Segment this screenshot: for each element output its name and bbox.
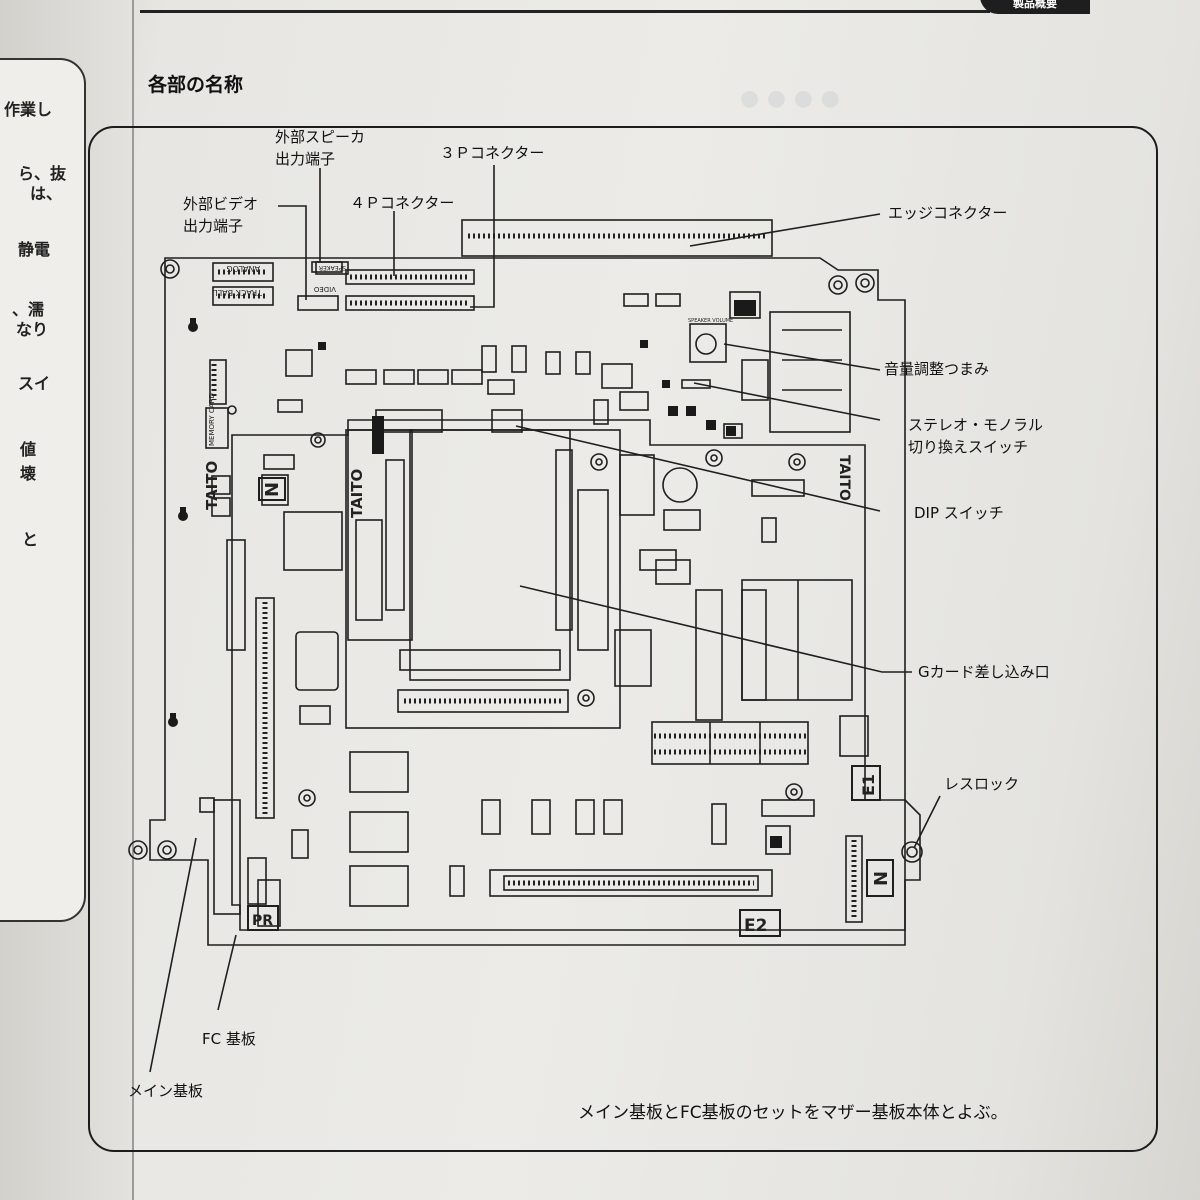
leader-gcard: [519, 585, 912, 673]
label-fc-board: FC 基板: [202, 1030, 256, 1048]
show-through: ● ● ● ●: [740, 86, 840, 111]
label-ext-video: 外部ビデオ 出力端子: [183, 195, 259, 235]
board-mark-e2: E2: [744, 916, 767, 936]
leader-edge: [689, 213, 881, 247]
label-g-card-slot: Gカード差し込み口: [918, 663, 1050, 681]
leader-dip: [515, 425, 881, 512]
leader-main: [149, 837, 197, 1073]
header-tab: 製品概要: [980, 0, 1090, 14]
section-title: 各部の名称: [148, 74, 244, 96]
board-mark-trackball: TRACK BALL: [213, 288, 263, 297]
edge-connector-shape: [461, 219, 773, 257]
label-main-board: メイン基板: [128, 1082, 204, 1100]
adjacent-page: 作業し ら、抜 は、 静電 、濡 なり スイ 値 壊 と: [0, 0, 134, 1200]
board-mark-pr: PR: [252, 913, 273, 929]
label-3p-connector: ３Ｐコネクター: [440, 144, 545, 162]
leader-volume: [723, 343, 881, 371]
left-fragment: 静電: [18, 240, 51, 259]
label-lessrock: レスロック: [944, 775, 1020, 793]
main-board-outline: [149, 257, 921, 946]
left-fragment: スイ: [18, 374, 51, 393]
label-ext-speaker: 外部スピーカ 出力端子: [275, 128, 366, 168]
leader-3p: [470, 165, 495, 308]
label-volume-knob: 音量調整つまみ: [884, 360, 990, 378]
board-mark-memory-card: MEMORY CARD: [208, 393, 216, 446]
left-fragment: は、: [30, 184, 63, 203]
header-rule: [140, 10, 990, 13]
board-mark-n2: N: [871, 871, 892, 886]
leader-ext-video: [278, 205, 307, 300]
diagram-frame: [88, 126, 1158, 1152]
taito-logo-2: TAITO: [348, 469, 366, 518]
adjacent-page-callout: [0, 58, 86, 922]
board-mark-video: VIDEO: [313, 285, 336, 293]
left-fragment: 、濡: [12, 300, 45, 319]
label-edge-connector: エッジコネクター: [888, 204, 1008, 222]
board-mark-n1: N: [260, 482, 281, 497]
left-fragment: と: [22, 530, 39, 549]
leader-lessrock: [913, 795, 941, 849]
figure-caption: メイン基板とFC基板のセットをマザー基板本体とよぶ。: [578, 1103, 1008, 1123]
label-stereo-mono-switch: ステレオ・モノラル 切り換えスイッチ: [908, 416, 1044, 456]
left-fragment: 値: [20, 440, 37, 459]
left-fragment: ら、抜: [18, 164, 67, 183]
left-fragment: 作業し: [4, 100, 53, 119]
left-fragment: 壊: [20, 464, 37, 483]
label-4p-connector: ４Ｐコネクター: [350, 194, 455, 212]
board-mark-speaker: SPEAKER: [319, 264, 346, 271]
board-mark-volume: SPEAKER VOLUME: [688, 318, 733, 324]
label-dip-switch: DIP スイッチ: [914, 504, 1004, 522]
leader-fc: [217, 934, 237, 1011]
leader-stereo: [693, 382, 881, 421]
taito-logo-1: TAITO: [203, 461, 221, 510]
board-mark-analog: ANALOG: [226, 264, 260, 273]
left-fragment: なり: [16, 320, 49, 339]
taito-logo-3: TAITO: [836, 455, 852, 501]
board-mark-e1: E1: [859, 774, 878, 796]
